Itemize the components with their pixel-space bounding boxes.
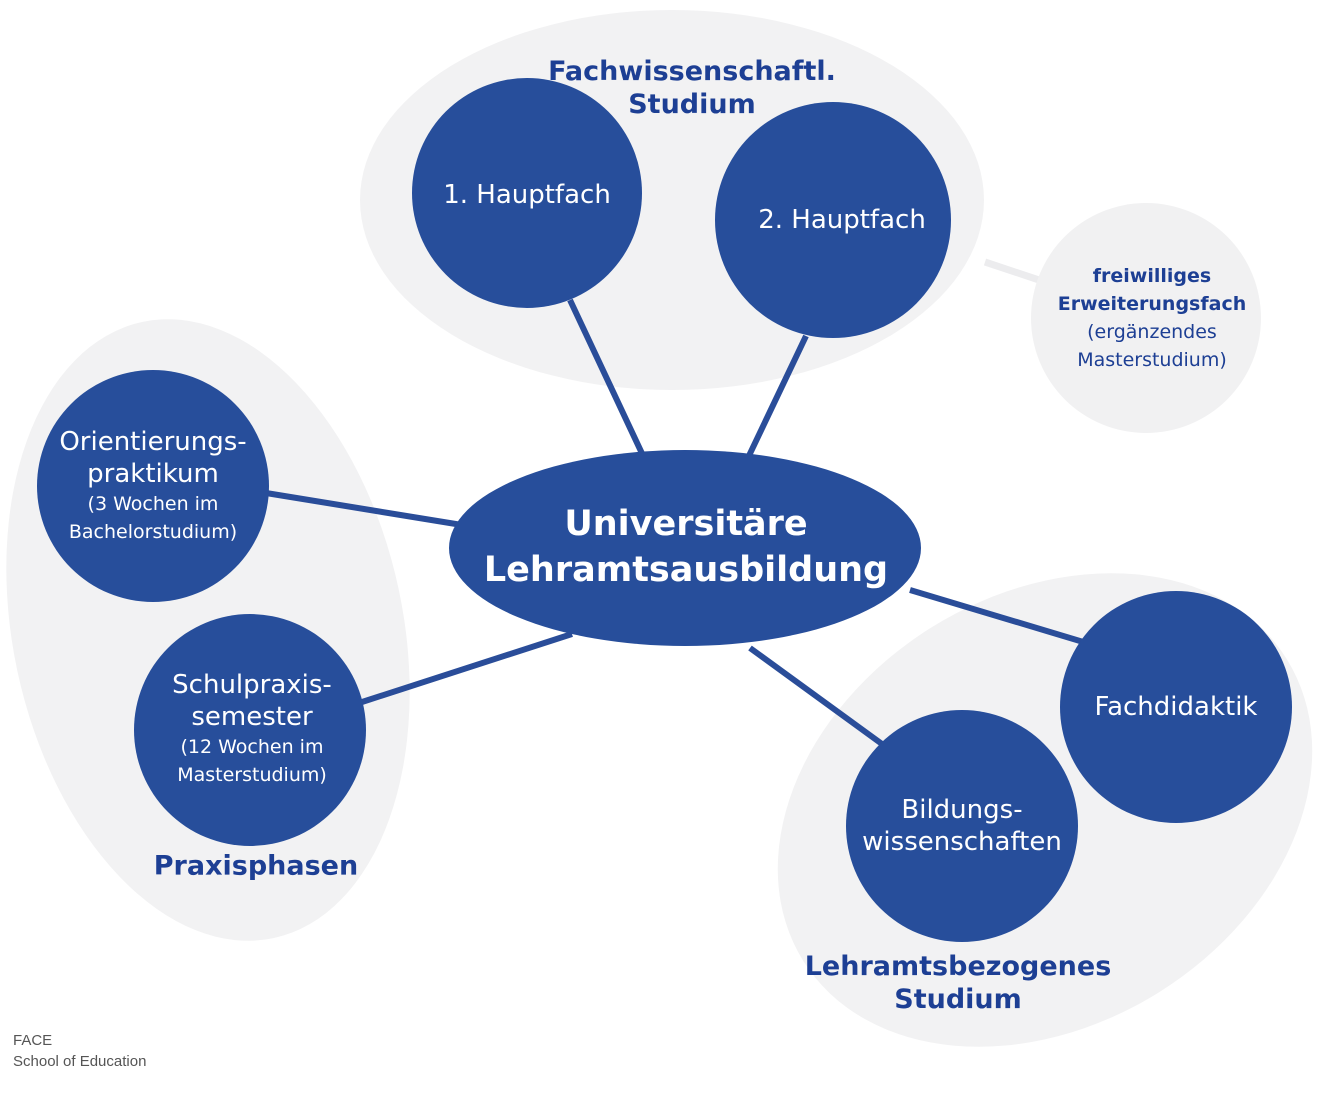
group-title-fachwissenschaft-line2: Studium: [628, 89, 756, 120]
orientierung-label: Orientierungs- praktikum (3 Wochen im Ba…: [59, 426, 246, 546]
group-title-lehramt: Lehramtsbezogenes Studium: [805, 950, 1112, 1016]
bildung-label: Bildungs- wissenschaften: [862, 794, 1062, 858]
footer-credit: FACE School of Education: [13, 1030, 146, 1072]
orientierung-line1: Orientierungs-: [59, 427, 247, 457]
schulpraxis-line2: semester: [191, 702, 313, 732]
node-bildung: [846, 710, 1078, 942]
fachdidaktik-label: Fachdidaktik: [1094, 692, 1258, 722]
group-title-praxis-text: Praxisphasen: [153, 850, 359, 882]
erweiterung-title1: freiwilliges: [1092, 265, 1212, 287]
node-orientierung: [37, 370, 269, 602]
orientierung-sub1: (3 Wochen im: [87, 493, 219, 515]
connector-schulpraxis: [361, 631, 573, 705]
connector-hauptfach1: [567, 298, 649, 464]
connector-fachdidaktik: [909, 587, 1091, 647]
node-schulpraxis: [134, 614, 366, 846]
connector-hauptfach2: [743, 334, 809, 464]
node-center: [449, 450, 921, 646]
schulpraxis-sub1: (12 Wochen im: [180, 736, 324, 758]
orientierung-sub2: Bachelorstudium): [68, 521, 238, 543]
connector-erweiterung: [983, 258, 1047, 286]
group-title-fachwissenschaft-line1: Fachwissenschaftl.: [548, 56, 836, 87]
schulpraxis-sub2: Masterstudium): [177, 764, 327, 786]
group-title-lehramt-line2: Studium: [894, 984, 1022, 1015]
node-fachdidaktik: [1060, 591, 1292, 823]
center-label: Universitäre Lehramtsausbildung: [484, 501, 888, 593]
bildung-line2: wissenschaften: [862, 827, 1062, 857]
node-hauptfach2: [715, 102, 951, 338]
node-hauptfach1: [412, 78, 642, 308]
erweiterung-title2: Erweiterungsfach: [1057, 293, 1247, 315]
erweiterung-sub2: Masterstudium): [1077, 349, 1227, 371]
schulpraxis-label: Schulpraxis- semester (12 Wochen im Mast…: [172, 669, 332, 789]
hauptfach1-label: 1. Hauptfach: [443, 180, 611, 210]
connector-bildung: [748, 645, 884, 747]
footer-line2: School of Education: [13, 1053, 147, 1070]
group-title-fachwissenschaft: Fachwissenschaftl. Studium: [548, 55, 836, 121]
footer-line1: FACE: [13, 1032, 53, 1049]
group-title-praxis: Praxisphasen: [154, 850, 358, 883]
group-title-lehramt-line1: Lehramtsbezogenes: [804, 951, 1112, 982]
bildung-line1: Bildungs-: [901, 795, 1023, 825]
node-erweiterung: [1031, 203, 1261, 433]
erweiterung-sub1: (ergänzendes: [1087, 321, 1217, 343]
orientierung-line2: praktikum: [87, 459, 219, 489]
erweiterung-label: freiwilliges Erweiterungsfach (ergänzend…: [1058, 262, 1246, 374]
connector-orientierung: [265, 490, 463, 528]
center-label-line2: Lehramtsausbildung: [483, 550, 889, 590]
center-label-line1: Universitäre: [564, 504, 808, 544]
hauptfach2-label: 2. Hauptfach: [758, 205, 926, 235]
schulpraxis-line1: Schulpraxis-: [172, 670, 332, 700]
